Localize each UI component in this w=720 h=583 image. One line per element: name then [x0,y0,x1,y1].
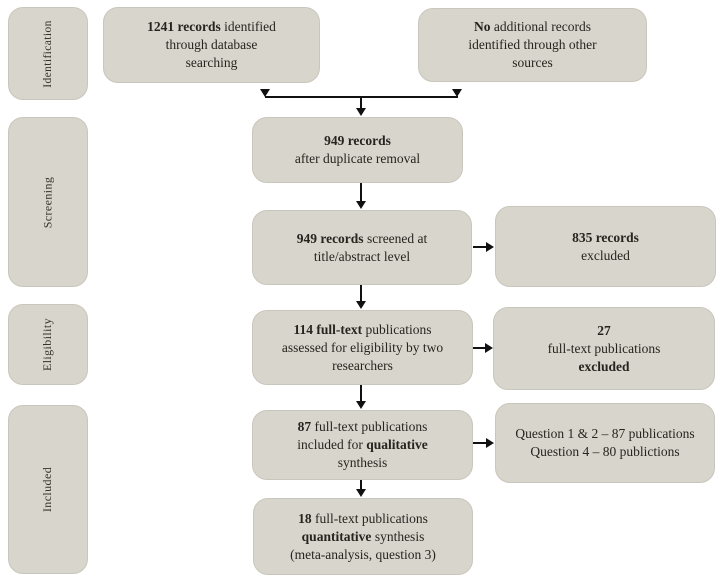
box-fulltext-assessed: 114 full-text publications assessed for … [252,310,473,385]
stage-included-label: Included [40,466,55,513]
box-text-line: 949 records [324,133,391,148]
box-text-line: searching [185,55,238,70]
box-database-search: 1241 records identified through database… [103,7,320,83]
box-text-line: researchers [332,357,393,373]
box-text-line: title/abstract level [313,248,411,264]
box-text-line: No additional records [474,19,591,34]
stage-eligibility: Eligibility [8,304,88,385]
box-fulltext-excluded: 27 full-text publications excluded [493,307,715,390]
stage-eligibility-label: Eligibility [40,317,55,372]
box-text-line: 949 records screened at [296,230,428,246]
box-screened: 949 records screened at title/abstract l… [252,210,472,285]
merge-left-arrowhead-icon [260,89,270,97]
stage-screening-label: Screening [40,176,55,228]
box-text-line: full-text publications [547,340,661,356]
arrow-fulltext-to-qualitative-line [360,385,362,402]
box-text-line: 114 full-text publications [293,321,432,337]
box-other-sources: No additional records identified through… [418,8,647,82]
box-text-line: 18 full-text publications [298,510,428,526]
box-quantitative-synthesis: 18 full-text publications quantitative s… [253,498,473,575]
arrow-fulltext-to-qualitative-head-icon [356,401,366,409]
box-text-line: 27 [597,322,611,338]
box-text-line: (meta-analysis, question 3) [290,546,436,562]
merge-vertical-line [360,97,362,109]
box-text-line: through database [165,37,258,52]
arrow-screened-to-excluded-head-icon [486,242,494,252]
box-text-line: 1241 records identified [147,19,276,34]
box-qualitative-synthesis: 87 full-text publications included for q… [252,410,473,480]
box-text-line: sources [512,55,553,70]
arrow-fulltext-to-excluded-line [473,347,486,349]
box-text-line: after duplicate removal [294,151,421,166]
arrow-fulltext-to-excluded-head-icon [485,343,493,353]
arrow-qualitative-to-questions-head-icon [486,438,494,448]
box-records-excluded: 835 records excluded [495,206,716,287]
box-question-counts: Question 1 & 2 – 87 publications Questio… [495,403,715,483]
box-text-line: 87 full-text publications [297,419,428,434]
arrow-qualitative-to-quantitative-head-icon [356,489,366,497]
arrow-qualitative-to-questions-line [473,442,487,444]
box-text-line: identified through other [468,37,597,52]
arrow-screened-to-fulltext-line [360,285,362,302]
box-text-line: excluded [578,358,630,374]
box-after-duplicates: 949 records after duplicate removal [252,117,463,183]
arrow-screened-to-excluded-line [473,246,487,248]
box-text-line: 835 records [572,229,639,245]
stage-identification-label: Identification [42,19,54,88]
arrow-screened-to-fulltext-head-icon [356,301,366,309]
arrow-qualitative-to-quantitative-line [360,480,362,490]
box-text-line: excluded [581,247,630,263]
box-text-line: Question 4 – 80 publictions [530,444,680,459]
box-text-line: included for qualitative [297,437,428,452]
stage-included: Included [8,405,88,574]
arrow-dedup-to-screened-line [360,183,362,202]
arrow-dedup-to-screened-head-icon [356,201,366,209]
box-text-line: synthesis [337,455,388,470]
merge-down-arrowhead-icon [356,108,366,116]
box-text-line: quantitative synthesis [301,528,425,544]
box-text-line: assessed for eligibility by two [281,339,444,355]
stage-identification: Identification [8,7,88,100]
box-text-line: Question 1 & 2 – 87 publications [515,426,695,441]
merge-right-arrowhead-icon [452,89,462,97]
stage-screening: Screening [8,117,88,287]
